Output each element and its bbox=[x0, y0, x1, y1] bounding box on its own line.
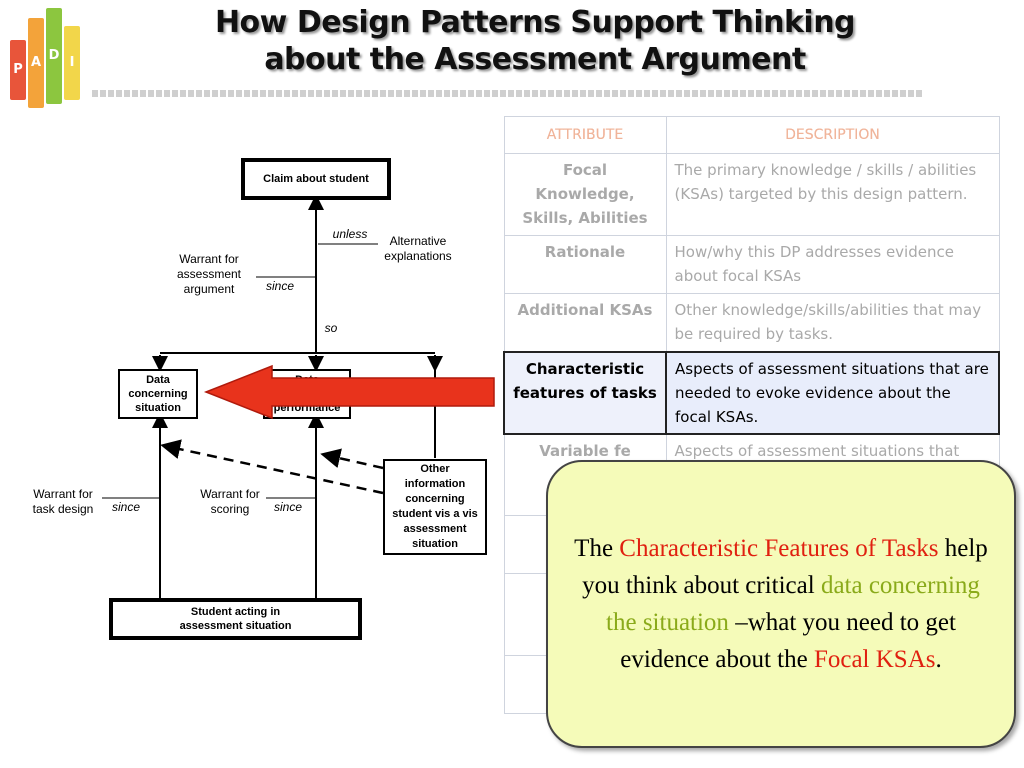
header-description: DESCRIPTION bbox=[665, 116, 1000, 154]
data-situation-line: situation bbox=[135, 402, 181, 414]
data-situation-line: concerning bbox=[128, 388, 188, 400]
callout-text-part: –what you need to get evidence about the bbox=[620, 609, 956, 673]
dashed-other-to-performance bbox=[320, 448, 384, 470]
description-cell: Aspects of assessment situations that ar… bbox=[665, 350, 1000, 435]
attribute-cell: Rationale bbox=[503, 235, 667, 294]
data-situation-line: Data bbox=[146, 374, 170, 386]
description-cell: Other knowledge/skills/abilities that ma… bbox=[665, 293, 1000, 352]
logo-letter-a: A bbox=[28, 18, 44, 108]
callout-highlight-green: data concerning the situation bbox=[606, 572, 980, 636]
warrant-arg-line: assessment bbox=[176, 267, 242, 281]
other-info-line: assessment bbox=[403, 523, 467, 535]
warrant-task-label: Warrant for task design bbox=[24, 487, 102, 517]
since-top-label: since bbox=[265, 279, 294, 293]
student-acting-box: Student acting in assessment situation bbox=[109, 598, 362, 640]
header-attribute: ATTRIBUTE bbox=[503, 116, 667, 154]
warrant-scoring-line: scoring bbox=[210, 502, 250, 516]
warrant-arg-line: Warrant for bbox=[179, 252, 239, 266]
since-mid-label: since bbox=[273, 500, 302, 514]
callout-text-part: help you think about critical bbox=[582, 535, 988, 599]
page-title: How Design Patterns Support Thinking abo… bbox=[100, 4, 970, 78]
dashed-other-to-situation bbox=[160, 439, 384, 495]
title-divider bbox=[92, 90, 924, 97]
alt-line: Alternative bbox=[389, 234, 447, 248]
description-cell: The primary knowledge / skills / abiliti… bbox=[665, 153, 1000, 236]
warrant-argument-label: Warrant for assessment argument bbox=[166, 252, 252, 297]
title-line-1: How Design Patterns Support Thinking bbox=[214, 5, 856, 40]
description-cell: How/why this DP addresses evidence about… bbox=[665, 235, 1000, 294]
red-arrow-shape bbox=[203, 364, 495, 420]
student-acting-line: assessment situation bbox=[179, 620, 292, 632]
callout-text-part: The bbox=[574, 535, 620, 562]
other-info-line: concerning bbox=[405, 493, 465, 505]
attribute-cell: Focal Knowledge, Skills, Abilities bbox=[503, 153, 667, 236]
other-info-line: student vis a vis bbox=[392, 508, 478, 520]
table-row-highlighted: Characteristic features of tasks Aspects… bbox=[503, 350, 1000, 435]
attribute-cell: Additional KSAs bbox=[503, 293, 667, 352]
warrant-task-line: Warrant for bbox=[33, 487, 93, 501]
data-situation-box: Data concerning situation bbox=[118, 369, 198, 419]
claim-label: Claim about student bbox=[263, 173, 369, 185]
warrant-task-line: task design bbox=[32, 502, 94, 516]
alt-line: explanations bbox=[384, 249, 452, 263]
warrant-scoring-line: Warrant for bbox=[200, 487, 260, 501]
logo-letter-p: P bbox=[10, 40, 26, 100]
callout-bubble: The Characteristic Features of Tasks hel… bbox=[546, 460, 1016, 748]
so-label: so bbox=[324, 321, 338, 335]
other-info-line: situation bbox=[412, 538, 458, 550]
alternative-explanations-label: Alternative explanations bbox=[372, 234, 464, 264]
title-line-2: about the Assessment Argument bbox=[264, 42, 806, 77]
other-info-line: Other bbox=[420, 463, 450, 475]
table-header-row: ATTRIBUTE DESCRIPTION bbox=[503, 116, 1000, 154]
callout-text-part: . bbox=[935, 646, 942, 673]
table-row: Rationale How/why this DP addresses evid… bbox=[503, 235, 1000, 294]
other-info-line: information bbox=[404, 478, 466, 490]
callout-text: The Characteristic Features of Tasks hel… bbox=[570, 530, 992, 678]
unless-label: unless bbox=[332, 227, 368, 241]
since-left-label: since bbox=[111, 500, 140, 514]
claim-box: Claim about student bbox=[241, 158, 391, 200]
warrant-scoring-label: Warrant for scoring bbox=[192, 487, 268, 517]
logo-letter-d: D bbox=[46, 8, 62, 104]
attribute-cell: Characteristic features of tasks bbox=[503, 350, 667, 435]
warrant-arg-line: argument bbox=[183, 282, 235, 296]
table-row: Additional KSAs Other knowledge/skills/a… bbox=[503, 293, 1000, 352]
callout-highlight-red: Focal KSAs bbox=[813, 646, 936, 673]
table-row: Focal Knowledge, Skills, Abilities The p… bbox=[503, 153, 1000, 236]
logo-letter-i: I bbox=[64, 26, 80, 100]
red-arrow bbox=[203, 364, 495, 420]
student-acting-line: Student acting in bbox=[190, 606, 281, 618]
other-info-box: Other information concerning student vis… bbox=[383, 459, 487, 555]
callout-highlight-red: Characteristic Features of Tasks bbox=[619, 535, 939, 562]
